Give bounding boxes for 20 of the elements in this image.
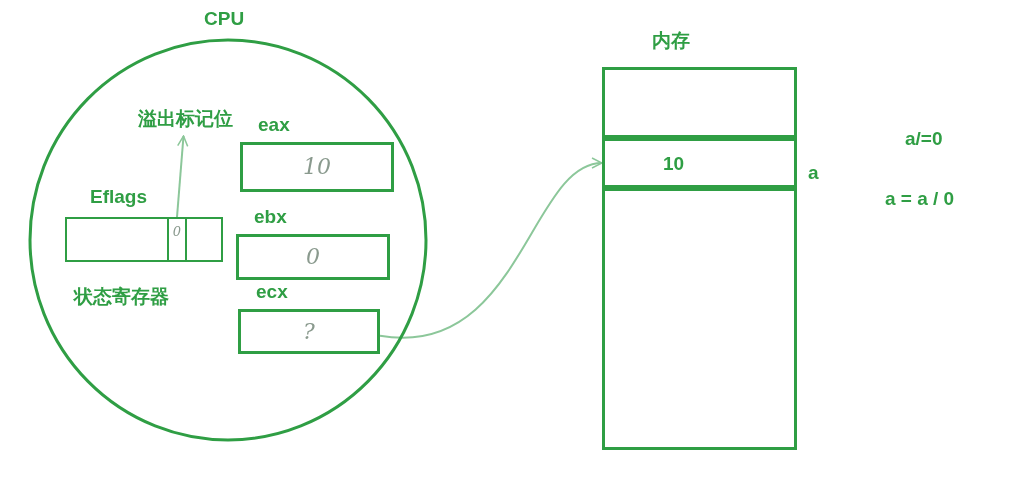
register-caption: 状态寄存器 xyxy=(74,285,169,309)
flag-bit-cell: 0 xyxy=(167,217,187,262)
flag-label: 溢出标记位 xyxy=(138,107,233,131)
memory-cell xyxy=(602,188,797,450)
register-value: ? xyxy=(238,309,380,354)
register-value: 0 xyxy=(236,234,390,280)
register-name: ebx xyxy=(254,206,287,228)
cell-value: 10 xyxy=(663,153,685,175)
arrow xyxy=(379,159,603,339)
register-name: ecx xyxy=(256,281,288,303)
formula-note: a/=0 xyxy=(905,128,943,150)
register-name: Eflags xyxy=(90,186,148,208)
register-name: eax xyxy=(258,114,290,136)
memory-title: 内存 xyxy=(652,29,690,53)
circle-title: CPU xyxy=(204,8,245,30)
variable-name: a xyxy=(808,162,819,184)
arrow xyxy=(176,135,189,218)
memory-cell xyxy=(602,67,797,138)
register-value: 10 xyxy=(240,142,394,192)
formula-note: a = a / 0 xyxy=(885,188,955,210)
